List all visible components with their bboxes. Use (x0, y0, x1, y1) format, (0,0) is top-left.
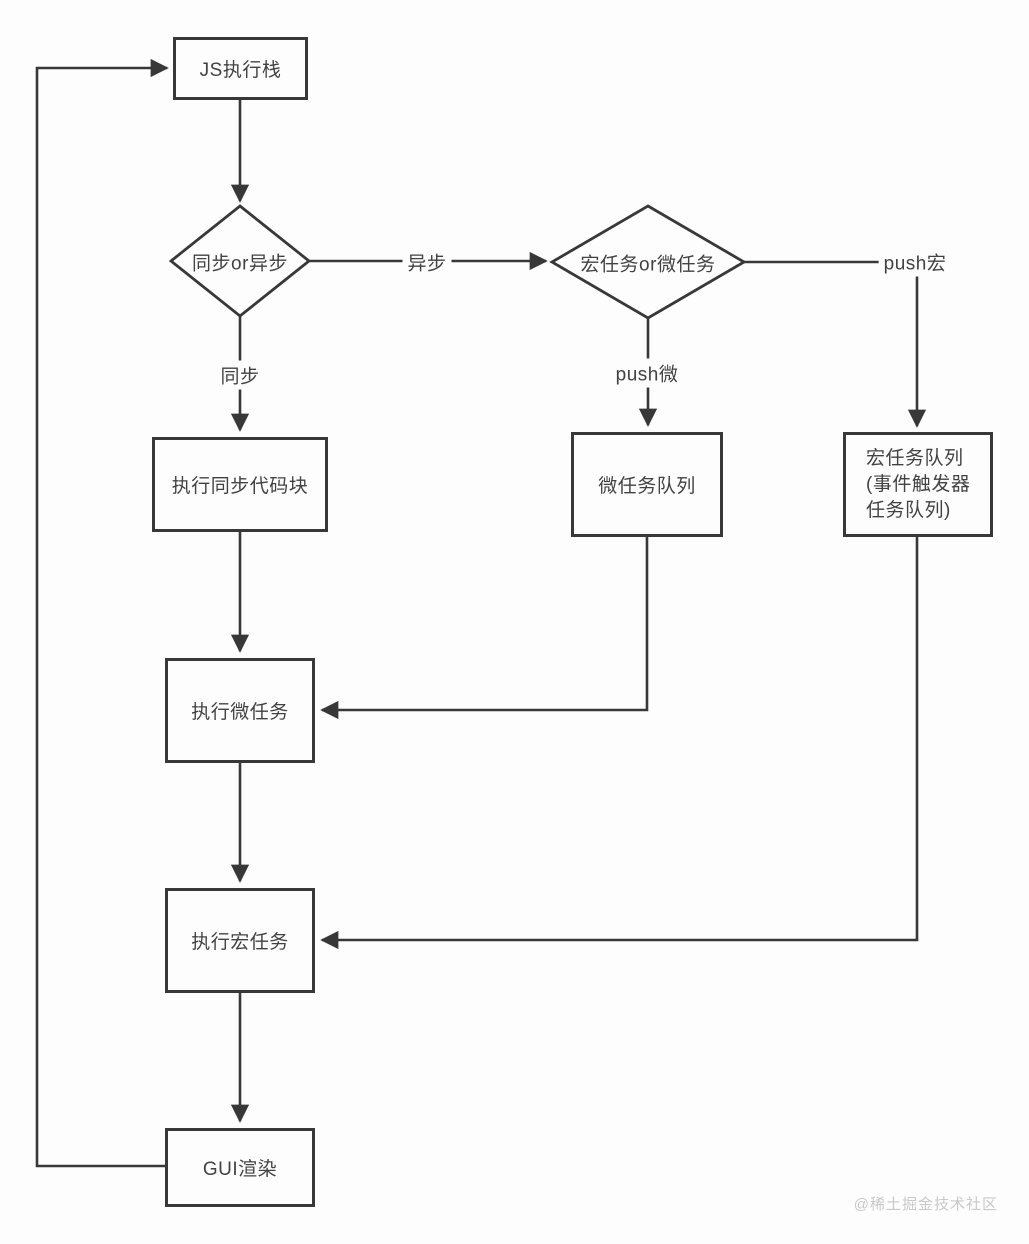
edge-microqueue-to-execmicro (320, 537, 649, 720)
edge-label-push-micro: push微 (610, 358, 684, 388)
edge-label-async: 异步 (402, 247, 452, 277)
node-exec-sync-block-label: 执行同步代码块 (171, 476, 309, 497)
watermark: @稀土掘金技术社区 (853, 1196, 998, 1213)
node-exec-micro-tasks-label: 执行微任务 (191, 702, 289, 723)
edge-label-push-macro: push宏 (878, 247, 952, 277)
node-macro-task-queue-line3: 任务队列) (866, 499, 951, 521)
node-exec-macro-tasks: 执行宏任务 (165, 888, 315, 993)
diamond-sync-or-async (168, 204, 312, 318)
node-gui-render-label: GUI渲染 (202, 1159, 278, 1180)
node-js-stack: JS执行栈 (173, 37, 308, 100)
node-exec-macro-tasks-label: 执行宏任务 (191, 932, 289, 953)
edge-gui-to-jsstack (35, 58, 169, 1168)
node-macro-task-queue-line1: 宏任务队列 (866, 447, 964, 469)
edge-macroqueue-to-execmacro (320, 537, 919, 950)
diamond-sync-or-async-label: 同步or异步 (192, 253, 288, 275)
node-macro-task-queue-line2: (事件触发器 (866, 473, 971, 495)
diamond-macro-or-micro-label: 宏任务or微任务 (580, 254, 716, 276)
diamond-macro-or-micro (549, 204, 747, 320)
node-js-stack-label: JS执行栈 (199, 60, 282, 81)
edge-label-sync: 同步 (215, 360, 265, 390)
edge-push-macro (744, 260, 927, 428)
node-macro-task-queue: 宏任务队列 (事件触发器 任务队列) (843, 432, 993, 537)
node-micro-task-queue: 微任务队列 (571, 432, 723, 537)
node-micro-task-queue-label: 微任务队列 (598, 476, 696, 497)
node-exec-micro-tasks: 执行微任务 (165, 658, 315, 763)
node-exec-sync-block: 执行同步代码块 (152, 437, 328, 532)
node-gui-render: GUI渲染 (165, 1128, 315, 1207)
